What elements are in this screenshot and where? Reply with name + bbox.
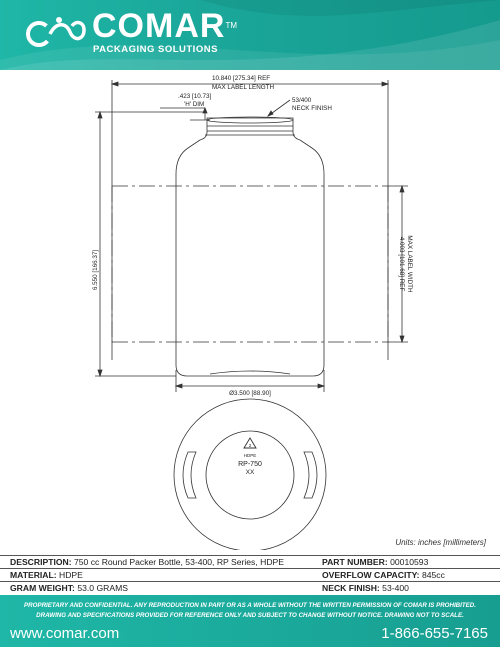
max-label-length-value: 10.840 [275.34] REF: [212, 75, 270, 82]
legal-notice: PROPRIETARY AND CONFIDENTIAL. ANY REPROD…: [0, 601, 500, 621]
h-dim-label: 'H' DIM: [184, 101, 204, 108]
bottom-xx: XX: [246, 469, 255, 476]
part-number-value: 00010593: [390, 557, 429, 567]
gram-weight-label: GRAM WEIGHT:: [10, 583, 75, 593]
header-wave-graphic: [0, 0, 500, 70]
overflow-capacity-value: 845cc: [421, 570, 445, 580]
units-note: Units: inches [millimeters]: [395, 538, 486, 547]
label-width-value: 4.003 [101.68] REF: [398, 237, 405, 292]
header-banner: COMARTM PACKAGING SOLUTIONS: [0, 0, 500, 70]
bottle-base-inner: [205, 430, 295, 520]
website-link[interactable]: www.comar.com: [10, 625, 120, 642]
diameter-dim-text: Ø3.500 [88.90]: [229, 390, 271, 397]
neck-finish-value: 53/400: [292, 97, 312, 104]
max-label-length-label: MAX LABEL LENGTH: [212, 84, 275, 91]
legal-line-2: DRAWING AND SPECIFICATIONS PROVIDED FOR …: [36, 612, 464, 619]
material-label: MATERIAL:: [10, 570, 57, 580]
material-value: HDPE: [59, 570, 83, 580]
neck-finish-label: NECK FINISH: [292, 105, 332, 112]
label-width-label: MAX LABEL WIDTH: [406, 235, 413, 293]
gram-weight-value: 53.0 GRAMS: [77, 583, 128, 593]
h-dim-value: .423 [10.73]: [178, 93, 212, 100]
bottom-code: RP-750: [238, 461, 262, 468]
height-dim-text: 6.550 [166.37]: [92, 250, 99, 291]
brand-tagline: PACKAGING SOLUTIONS: [93, 44, 218, 55]
recycle-number: 2: [249, 443, 252, 448]
footer-banner: PROPRIETARY AND CONFIDENTIAL. ANY REPROD…: [0, 595, 500, 647]
description-value: 750 cc Round Packer Bottle, 53-400, RP S…: [73, 557, 285, 567]
specs-row-material: MATERIAL: HDPE OVERFLOW CAPACITY: 845cc: [0, 568, 500, 581]
overflow-capacity-label: OVERFLOW CAPACITY:: [322, 570, 420, 580]
recycle-icon: [243, 437, 257, 449]
phone-number[interactable]: 1-866-655-7165: [381, 625, 488, 642]
neck-finish-spec-value: 53-400: [382, 583, 409, 593]
legal-line-1: PROPRIETARY AND CONFIDENTIAL. ANY REPROD…: [24, 602, 476, 609]
trademark: TM: [225, 21, 237, 30]
part-number-label: PART NUMBER:: [322, 557, 388, 567]
bottle-technical-drawing: 10.840 [275.34] REF MAX LABEL LENGTH .42…: [92, 75, 413, 550]
neck-finish-spec-label: NECK FINISH:: [322, 583, 380, 593]
specs-table: DESCRIPTION: 750 cc Round Packer Bottle,…: [0, 555, 500, 595]
comar-logo-icon: [26, 17, 86, 47]
brand-name: COMARTM: [92, 7, 237, 45]
bottle-outline: [175, 117, 325, 377]
specs-row-description: DESCRIPTION: 750 cc Round Packer Bottle,…: [0, 555, 500, 568]
specs-row-gram: GRAM WEIGHT: 53.0 GRAMS NECK FINISH: 53-…: [0, 581, 500, 594]
description-label: DESCRIPTION:: [10, 557, 72, 567]
bottom-material: HDPE: [244, 453, 257, 458]
bottle-base-outer: [173, 398, 327, 550]
